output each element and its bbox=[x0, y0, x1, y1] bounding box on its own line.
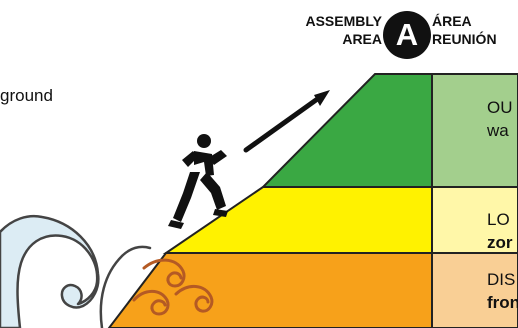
assembly-area-badge-icon: A bbox=[383, 11, 431, 59]
assembly-line-2: AREA bbox=[342, 31, 382, 47]
zone-3-line-2: fron bbox=[487, 293, 518, 312]
dis-zone-label-panel bbox=[432, 253, 518, 328]
low-zone-fill bbox=[166, 187, 432, 253]
left-fragment-text: ground bbox=[0, 86, 53, 105]
outer-zone-fill bbox=[263, 74, 432, 187]
zone-3-line-1: DIS bbox=[487, 270, 515, 289]
dis-zone-fill bbox=[109, 253, 432, 328]
reunion-line-2: REUNIÓN bbox=[432, 30, 497, 47]
assembly-line-1: ASSEMBLY bbox=[305, 13, 382, 29]
zone-2-line-2: zor bbox=[487, 233, 513, 252]
zone-1-line-1: OU bbox=[487, 98, 513, 117]
zone-2-line-1: LO bbox=[487, 210, 510, 229]
zone-1-line-2: wa bbox=[486, 121, 509, 140]
reunion-line-1: ÁREA bbox=[432, 13, 472, 29]
badge-letter: A bbox=[396, 17, 418, 52]
running-person-icon bbox=[168, 134, 228, 229]
